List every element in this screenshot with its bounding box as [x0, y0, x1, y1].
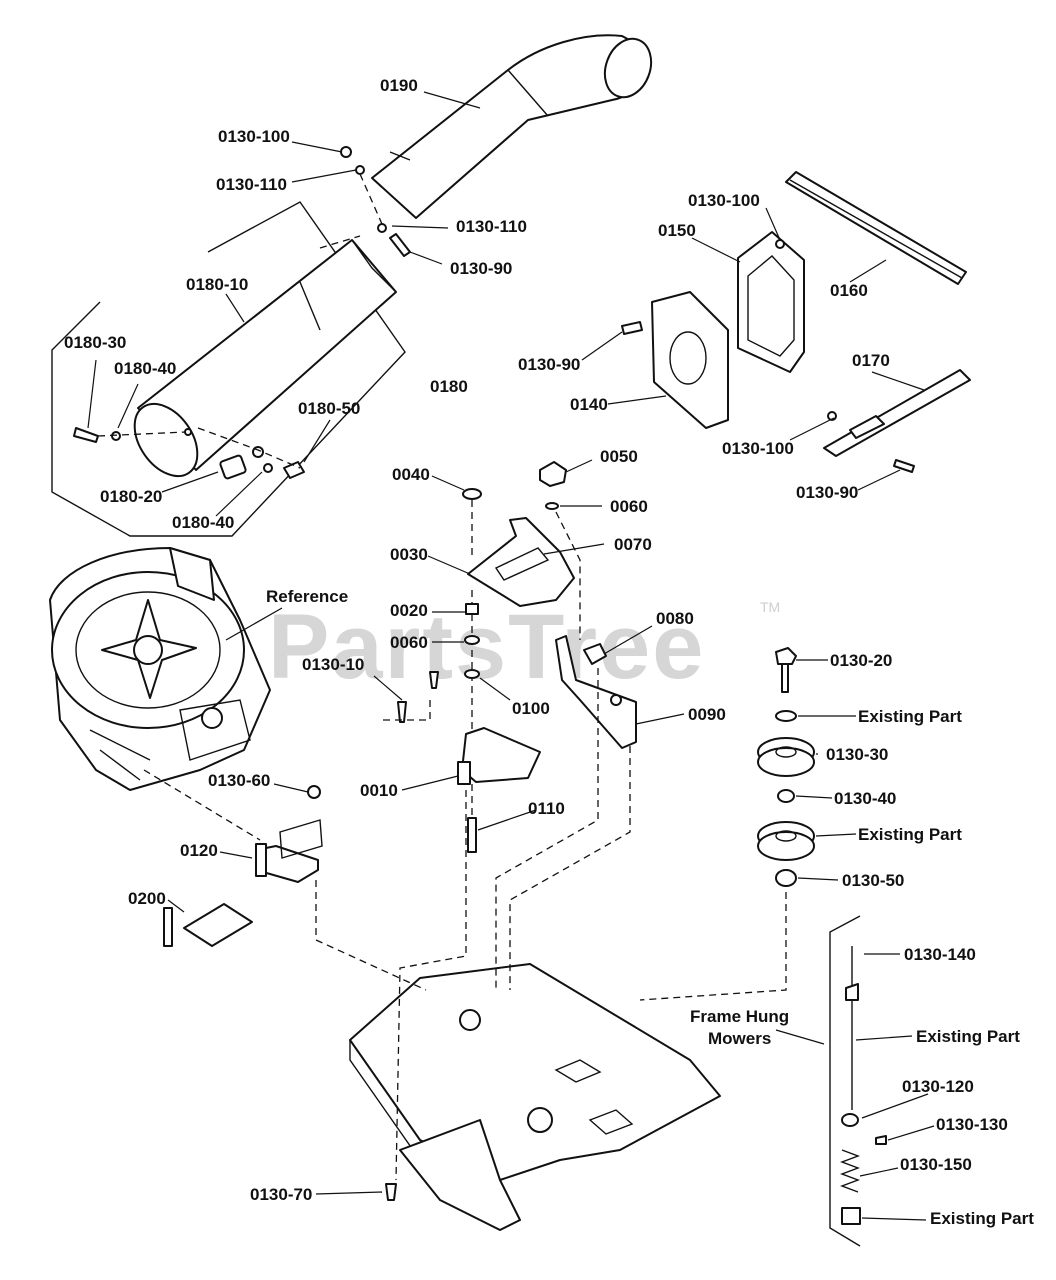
connection-lines	[143, 511, 631, 1181]
label-0130-100-c: 0130-100	[722, 439, 794, 458]
chute-hardware-0180	[73, 427, 305, 480]
label-0150: 0150	[658, 221, 696, 240]
label-0130-130: 0130-130	[936, 1115, 1008, 1134]
label-frame-hung-2: Mowers	[708, 1029, 771, 1048]
label-0130-70: 0130-70	[250, 1185, 312, 1204]
label-0200: 0200	[128, 889, 166, 908]
deflector-plate-0150	[737, 231, 805, 373]
label-0130-150: 0130-150	[900, 1155, 972, 1174]
bracket-0120	[255, 785, 323, 883]
label-0130-40: 0130-40	[834, 789, 896, 808]
watermark-trademark: TM	[760, 599, 780, 615]
label-0190: 0190	[380, 76, 418, 95]
mower-deck	[349, 963, 721, 1231]
bolts-0130-10	[397, 671, 439, 723]
upper-chute-tube-0190	[371, 34, 653, 219]
engine-reference	[49, 547, 271, 791]
part-labels: 0190 0130-100 0130-110 0130-110 0130-90 …	[64, 76, 1034, 1228]
label-0060-b: 0060	[390, 633, 428, 652]
label-0130-90-b: 0130-90	[518, 355, 580, 374]
chute-fasteners	[319, 146, 411, 257]
label-existing-part-c: Existing Part	[916, 1027, 1020, 1046]
label-0180-50: 0180-50	[298, 399, 360, 418]
label-0070: 0070	[614, 535, 652, 554]
label-0130-90-a: 0130-90	[450, 259, 512, 278]
label-reference: Reference	[266, 587, 348, 606]
label-0180-40-b: 0180-40	[172, 513, 234, 532]
bar-0170	[823, 369, 971, 473]
label-0130-90-c: 0130-90	[796, 483, 858, 502]
label-0030: 0030	[390, 545, 428, 564]
label-0180: 0180	[430, 377, 468, 396]
label-0180-20: 0180-20	[100, 487, 162, 506]
label-0180-30: 0180-30	[64, 333, 126, 352]
label-0130-30: 0130-30	[826, 745, 888, 764]
label-0130-110-b: 0130-110	[456, 217, 527, 236]
label-0180-40-a: 0180-40	[114, 359, 176, 378]
label-0020: 0020	[390, 601, 428, 620]
label-existing-part-d: Existing Part	[930, 1209, 1034, 1228]
label-0140: 0140	[570, 395, 608, 414]
chute-assembly-outline-0180	[51, 201, 406, 537]
label-0080: 0080	[656, 609, 694, 628]
bracket-0010	[457, 727, 541, 785]
label-existing-part-b: Existing Part	[858, 825, 962, 844]
label-frame-hung-1: Frame Hung	[690, 1007, 789, 1026]
label-0130-100-b: 0130-100	[688, 191, 760, 210]
label-0100: 0100	[512, 699, 550, 718]
label-0180-10: 0180-10	[186, 275, 248, 294]
pulley-stack	[639, 647, 815, 1001]
lower-chute-tube-0180-10	[133, 239, 397, 478]
label-0130-110-a: 0130-110	[216, 175, 287, 194]
label-0170: 0170	[852, 351, 890, 370]
rail-0160	[785, 171, 967, 285]
label-0090: 0090	[688, 705, 726, 724]
label-0130-140: 0130-140	[904, 945, 976, 964]
label-0010: 0010	[360, 781, 398, 800]
label-0130-120: 0130-120	[902, 1077, 974, 1096]
label-0060-a: 0060	[610, 497, 648, 516]
label-0050: 0050	[600, 447, 638, 466]
label-0130-10: 0130-10	[302, 655, 364, 674]
label-0120: 0120	[180, 841, 218, 860]
label-existing-part-a: Existing Part	[858, 707, 962, 726]
label-0040: 0040	[392, 465, 430, 484]
label-0130-50: 0130-50	[842, 871, 904, 890]
label-0110: 0110	[528, 799, 565, 818]
arm-0090	[555, 635, 637, 749]
frame-hung-assembly	[829, 915, 887, 1247]
label-0160: 0160	[830, 281, 868, 300]
watermark: PartsTree	[268, 596, 705, 698]
spindle-stack	[462, 488, 482, 853]
leader-lines	[87, 91, 935, 1221]
plate-0200	[163, 903, 253, 947]
shield-0070	[467, 517, 575, 607]
label-0130-60: 0130-60	[208, 771, 270, 790]
label-0130-100-a: 0130-100	[218, 127, 290, 146]
label-0130-20: 0130-20	[830, 651, 892, 670]
bolt-0130-70	[385, 1183, 397, 1201]
knob-0050	[539, 461, 567, 510]
deflector-plate-0140	[621, 291, 729, 429]
